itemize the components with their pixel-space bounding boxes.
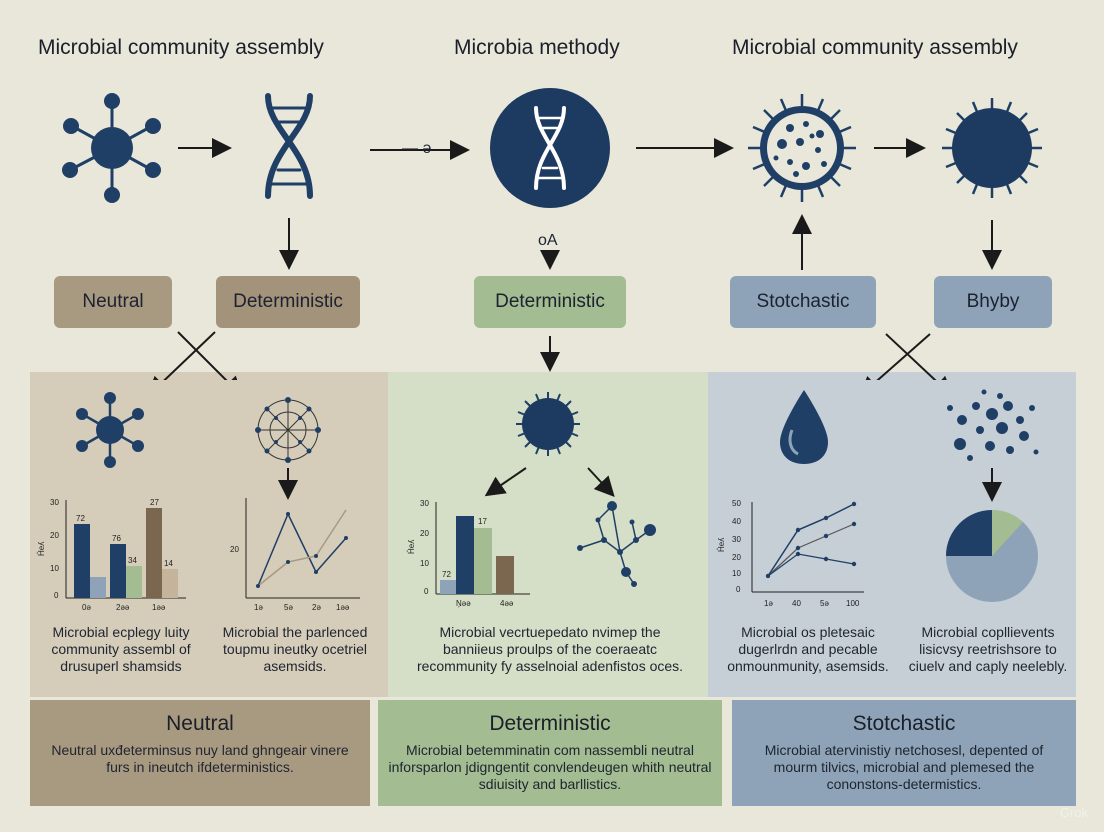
watermark: Grok: [1059, 805, 1088, 820]
caption-5: Microbial copllievents lisicvsy reetrish…: [908, 624, 1068, 674]
bottom-desc-neutral: Neutral uxđeterminsus nuy land ghngeair …: [51, 742, 349, 775]
bar: [146, 508, 162, 598]
bar: [74, 524, 90, 598]
bar-label: 72: [76, 514, 85, 523]
tick: 20: [420, 529, 429, 538]
title-right: Microbial community assembly: [732, 36, 1018, 59]
chart-pie: [946, 510, 1038, 602]
tick: 0: [54, 591, 59, 600]
bottom-title-stotchastic: Stotchastic: [852, 712, 956, 735]
x-tick: 2ə: [312, 603, 321, 612]
network-icon: [62, 93, 161, 203]
bar: [110, 544, 126, 598]
tick: 50: [732, 499, 741, 508]
tick: 20: [732, 553, 741, 562]
pill-neutral: Neutral: [54, 276, 172, 328]
x-tick: 1ə: [254, 603, 263, 612]
x-tick: 1əə: [152, 603, 166, 612]
tick: 40: [732, 517, 741, 526]
water-drop-icon: [780, 390, 828, 464]
bar-label: 17: [478, 517, 487, 526]
bar: [474, 528, 492, 594]
bottom-title-deterministic: Deterministic: [489, 712, 611, 735]
dna-circle-icon: [490, 88, 610, 208]
bar: [162, 569, 178, 598]
caption-2: Microbial the parlenced toupmu ineutky o…: [222, 624, 368, 674]
series-line: [257, 509, 347, 587]
tick: 0: [424, 587, 429, 596]
x-tick: 1ə: [764, 599, 773, 608]
caption-1: Microbial ecplegy luity community assemb…: [51, 624, 191, 674]
x-tick: 5ə: [284, 603, 293, 612]
bottom-box-stotchastic: Stotchastic Microbial atervinistiy netch…: [732, 700, 1076, 806]
x-tick: 5ə: [820, 599, 829, 608]
x-tick: 0ə: [82, 603, 91, 612]
series-line: [767, 523, 855, 577]
tick: 10: [420, 559, 429, 568]
x-tick: 4əə: [500, 599, 514, 608]
lower-diagram-area: 30 20 10 0 Ĥeʎ 72 76 27 34 14 0ə 2əə 1əə…: [37, 389, 1039, 612]
bar: [496, 556, 514, 594]
tick: 0: [736, 585, 741, 594]
pill-stotchastic: Stotchastic: [730, 276, 876, 328]
microbe-spotted-icon: [748, 94, 856, 202]
tick: 10: [732, 569, 741, 578]
x-tick: 100: [846, 599, 860, 608]
bar: [440, 580, 456, 594]
x-tick: 2əə: [116, 603, 130, 612]
bar-label: 34: [128, 556, 137, 565]
molecule-cluster-icon: [255, 397, 321, 463]
y-label: Ĥeʎ: [407, 540, 416, 554]
microbe-solid-icon: [942, 98, 1042, 198]
bottom-title-neutral: Neutral: [166, 712, 234, 735]
pill-deterministic-center: Deterministic: [474, 276, 626, 328]
bottom-desc-deterministic: Microbial betemminatin com nassembli neu…: [388, 742, 712, 792]
chart-left-bar: 30 20 10 0 Ĥeʎ 72 76 27 34 14 0ə 2əə 1əə: [37, 498, 186, 612]
center-arrow-label: — ə: [402, 140, 432, 157]
bottom-box-deterministic: Deterministic Microbial betemminatin com…: [378, 700, 722, 806]
small-microbe-icon: [516, 392, 580, 456]
bar: [126, 566, 142, 598]
small-network-icon: [76, 392, 144, 468]
bottom-desc-stotchastic: Microbial atervinistiy netchosesl, depen…: [764, 742, 1044, 792]
series-line: [257, 512, 347, 587]
tick: 20: [230, 545, 239, 554]
dna-icon: [265, 93, 313, 199]
bar-label: 76: [112, 534, 121, 543]
bar-label: 27: [150, 498, 159, 507]
chart-center-bar: 30 20 10 0 Ĥeʎ 17 72 Ņəə 4əə: [407, 499, 530, 608]
bar: [90, 577, 106, 598]
pie-slice: [992, 510, 1023, 556]
chart-right-line: 50 40 30 20 10 0 Ĥeʎ 1ə 40 5ə 100: [717, 499, 864, 608]
tick: 20: [50, 531, 59, 540]
top-flow-diagram: [62, 88, 1042, 380]
x-tick: Ņəə: [456, 599, 471, 608]
x-tick: 1əə: [336, 603, 350, 612]
pill-bhyby: Bhyby: [934, 276, 1052, 328]
title-left: Microbial community assembly: [38, 36, 324, 59]
tick: 30: [420, 499, 429, 508]
pill-deterministic-left: Deterministic: [216, 276, 360, 328]
series-line: [767, 553, 855, 577]
tick: 30: [50, 498, 59, 507]
center-down-label: oA: [538, 232, 558, 249]
x-tick: 40: [792, 599, 801, 608]
y-label: Ĥeʎ: [37, 542, 46, 556]
chart-left-line: 20 1ə 5ə 2ə 1əə: [230, 498, 360, 612]
bottom-box-neutral: Neutral Neutral uxđeterminsus nuy land g…: [30, 700, 370, 806]
caption-4: Microbial os pletesaic dugerlrdn and pec…: [727, 624, 889, 674]
caption-3: Microbial vecrtuepedato nvimep the banni…: [416, 624, 684, 674]
y-label: Ĥeʎ: [717, 538, 726, 552]
tick: 30: [732, 535, 741, 544]
bar-label: 72: [442, 570, 451, 579]
bar: [456, 516, 474, 594]
center-network-icon: [577, 501, 656, 587]
title-center: Microbia methody: [454, 36, 620, 59]
tick: 10: [50, 564, 59, 573]
bar-label: 14: [164, 559, 173, 568]
series-line: [767, 503, 855, 577]
pie-slice: [946, 510, 992, 556]
dots-cluster-icon: [947, 389, 1039, 461]
